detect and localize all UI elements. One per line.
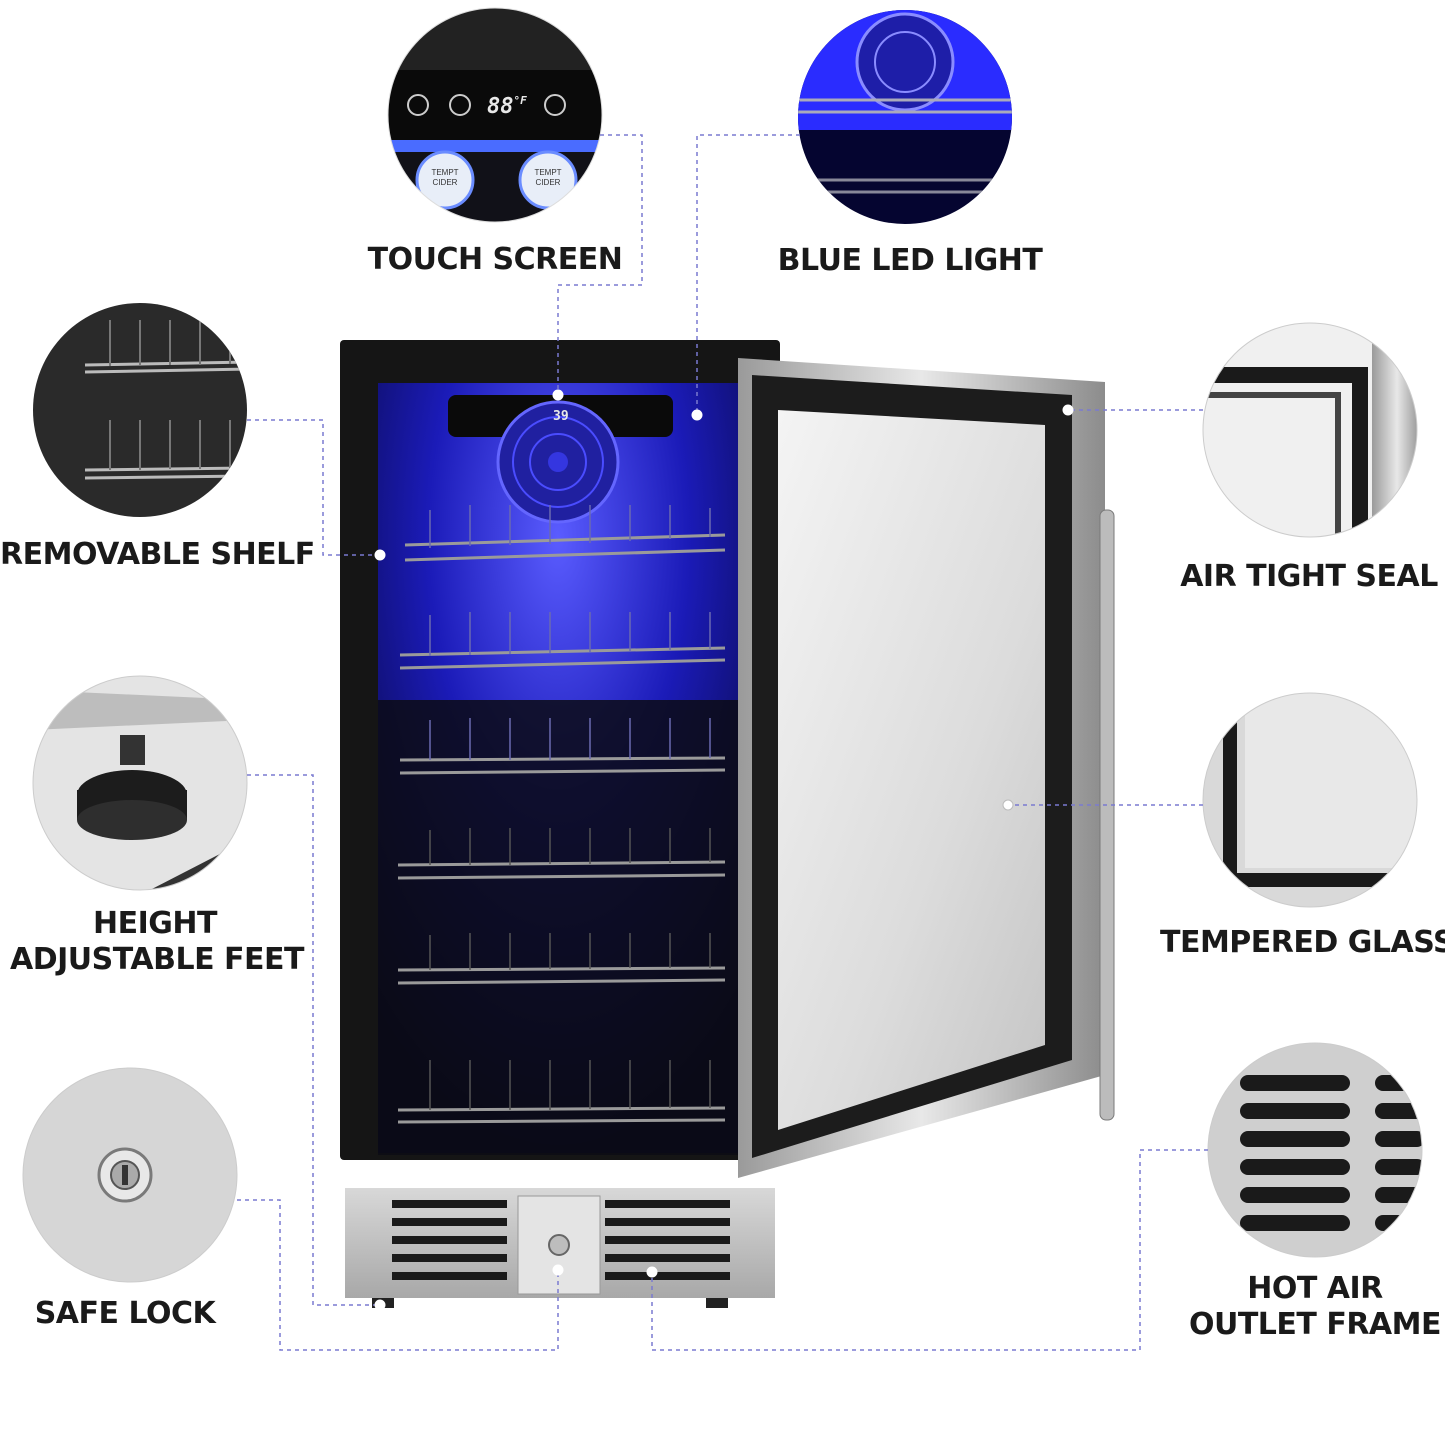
removable-shelf-label: REMOVABLE SHELF (0, 537, 315, 572)
touch-screen-label: TOUCH SCREEN (367, 242, 623, 277)
removable-shelf-closeup (33, 303, 247, 517)
tempered-glass-label: TEMPERED GLASS (1160, 925, 1445, 960)
closeup-temperature-display: 88°F (487, 94, 527, 119)
main-temperature-value: 39 (553, 409, 569, 424)
height-adjustable-feet-line1: HEIGHT (93, 906, 217, 941)
hot-air-outlet-line2: OUTLET FRAME (1188, 1307, 1442, 1342)
main-temperature-display: 39 (553, 409, 569, 424)
air-tight-seal-label: AIR TIGHT SEAL (1180, 559, 1438, 594)
glass-door (738, 358, 1115, 1178)
can-label-right: TEMPT CIDER (531, 168, 565, 188)
leader-lines (237, 134, 1208, 1351)
adjustable-feet-closeup (33, 676, 247, 890)
air-tight-seal-closeup (1203, 323, 1417, 537)
height-adjustable-feet-label: HEIGHT ADJUSTABLE FEET (10, 906, 304, 978)
hot-air-outlet-label: HOT AIR OUTLET FRAME (1185, 1271, 1445, 1343)
hot-air-outlet-line1: HOT AIR (1247, 1271, 1383, 1306)
hot-air-outlet-closeup (1208, 1043, 1422, 1257)
height-adjustable-feet-line2: ADJUSTABLE FEET (10, 942, 304, 977)
safe-lock-label: SAFE LOCK (34, 1296, 216, 1331)
tempered-glass-closeup (1203, 693, 1417, 907)
can-type-left: CIDER (432, 178, 458, 187)
can-brand-right: TEMPT (534, 168, 562, 177)
fridge-cabinet (340, 340, 780, 1308)
can-type-right: CIDER (535, 178, 561, 187)
can-label-left: TEMPT CIDER (428, 168, 462, 188)
blue-led-light-label: BLUE LED LIGHT (777, 243, 1043, 278)
blue-led-closeup (798, 10, 1012, 224)
can-brand-left: TEMPT (431, 168, 459, 177)
closeup-temperature-unit: °F (513, 94, 527, 107)
safe-lock-closeup (23, 1068, 237, 1282)
closeup-temperature-value: 88 (487, 94, 514, 119)
